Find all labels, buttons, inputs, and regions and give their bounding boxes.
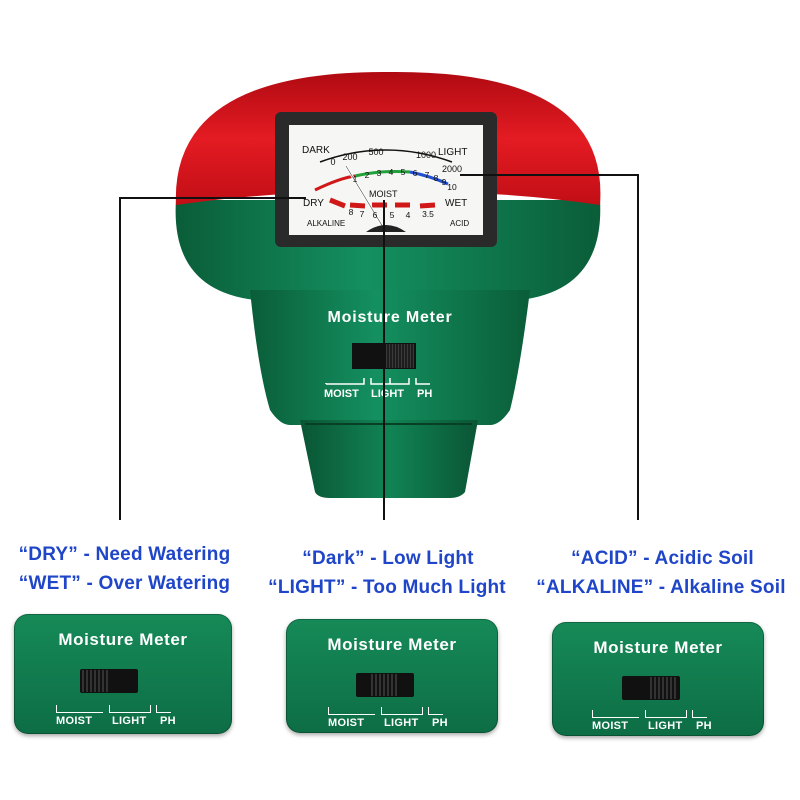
mode-switch[interactable] [80, 669, 138, 693]
panel-title: Moisture Meter [58, 630, 188, 649]
device-mode-light: LIGHT [371, 388, 404, 400]
dial-face [289, 125, 483, 235]
dial-moisture-tick: 8 [434, 173, 439, 183]
panel-label-moist: MOIST [56, 715, 93, 727]
moisture-caption-line2: “WET” - Over Watering [18, 573, 231, 594]
panel-label-moist: MOIST [328, 717, 365, 729]
switch-knob[interactable] [82, 670, 110, 692]
dial-moisture-tick: 1 [353, 174, 358, 184]
panel-title: Moisture Meter [593, 638, 723, 657]
dial-light-label: LIGHT [438, 147, 467, 158]
dial-ph-tick: 7 [360, 209, 365, 219]
panel-label-light: LIGHT [648, 720, 683, 732]
panel-label-light: LIGHT [112, 715, 147, 727]
light-caption-line2: “LIGHT” - Too Much Light [268, 577, 506, 598]
device-mode-ph: PH [417, 388, 432, 400]
dial-moisture-tick: 2 [365, 170, 370, 180]
dial-lux-tick: 500 [368, 147, 383, 157]
panel-label-moist: MOIST [592, 720, 629, 732]
dial-acid-label: ACID [450, 219, 469, 228]
light-caption-line1: “Dark” - Low Light [302, 548, 474, 569]
dial-dry-label: DRY [303, 198, 324, 209]
dial-alkaline-label: ALKALINE [307, 219, 345, 228]
switch-knob[interactable] [371, 674, 399, 696]
panel-label-ph: PH [696, 720, 712, 732]
dial-moisture-tick: 4 [389, 167, 394, 177]
dial-lux-tick: 1000 [416, 150, 436, 160]
dial-moisture-tick: 7 [425, 170, 430, 180]
dial-wet-label: WET [445, 198, 467, 209]
dial-ph-tick: 8 [349, 207, 354, 217]
dial-moisture-tick: 5 [401, 167, 406, 177]
dial-ph-tick: 6 [373, 210, 378, 220]
dial-moisture-tick: 10 [447, 182, 457, 192]
panel-ph-mode: Moisture Meter MOIST LIGHT PH [552, 622, 764, 736]
panel-label-ph: PH [432, 717, 448, 729]
dial-ph-tick: 4 [406, 210, 411, 220]
dial-moisture-tick: 6 [413, 168, 418, 178]
moisture-meter-device: DARK LIGHT DRY WET MOIST ALKALINE ACID 0… [119, 71, 639, 520]
dial-moist-label: MOIST [369, 189, 398, 199]
callout-lines [119, 174, 639, 520]
ph-caption-line2: “ALKALINE” - Alkaline Soil [536, 577, 786, 598]
dial-ph-tick: 3.5 [422, 209, 434, 219]
panel-label-ph: PH [160, 715, 176, 727]
switch-knob[interactable] [650, 677, 678, 699]
mode-switch[interactable] [622, 676, 680, 700]
dial-dark-label: DARK [302, 145, 330, 156]
mode-switch[interactable] [356, 673, 414, 697]
dial-ph-tick: 5 [390, 210, 395, 220]
device-title: Moisture Meter [328, 309, 453, 326]
dial-lux-tick: 200 [342, 152, 357, 162]
dial-moisture-tick: 9 [442, 177, 447, 187]
panel-title: Moisture Meter [327, 635, 457, 654]
panel-label-light: LIGHT [384, 717, 419, 729]
panel-moisture-mode: Moisture Meter MOIST LIGHT PH [14, 614, 232, 734]
dial-lux-tick: 0 [330, 157, 335, 167]
device-mode-moist: MOIST [324, 388, 359, 400]
dial-lux-scale: 0 200 500 1000 2000 [330, 147, 462, 174]
dial-moisture-tick: 3 [377, 168, 382, 178]
ph-caption-line1: “ACID” - Acidic Soil [571, 548, 754, 569]
device-neck [300, 420, 478, 498]
dial-lux-tick: 2000 [442, 164, 462, 174]
panel-light-mode: Moisture Meter MOIST LIGHT PH [286, 619, 498, 733]
moisture-caption-line1: “DRY” - Need Watering [18, 544, 231, 565]
